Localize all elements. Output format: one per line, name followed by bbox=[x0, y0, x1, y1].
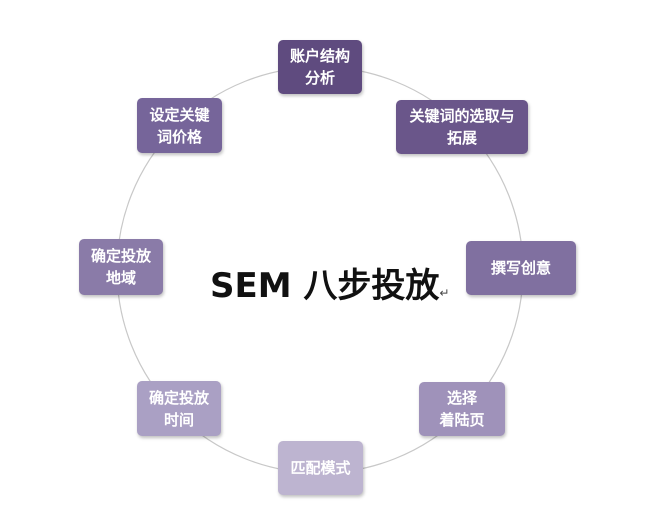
step-match-mode: 匹配模式 bbox=[278, 441, 363, 495]
step-label-line1: 账户结构 bbox=[289, 47, 350, 65]
step-label-line2: 拓展 bbox=[446, 129, 477, 147]
step-label-line1: 撰写创意 bbox=[490, 259, 551, 277]
step-label-line2: 着陆页 bbox=[439, 411, 485, 429]
step-write-creative: 撰写创意 bbox=[466, 241, 576, 295]
step-label-line2: 分析 bbox=[304, 69, 335, 87]
step-label-line1: 匹配模式 bbox=[290, 459, 351, 477]
diagram-title: SEM 八步投放↵ bbox=[210, 258, 449, 307]
step-label-line1: 关键词的选取与 bbox=[409, 107, 515, 125]
paragraph-mark: ↵ bbox=[439, 286, 450, 300]
step-label-line2: 词价格 bbox=[156, 127, 202, 146]
step-keyword-selection: 关键词的选取与 拓展 bbox=[396, 100, 528, 154]
step-label-line1: 确定投放 bbox=[148, 388, 209, 407]
step-schedule-time: 确定投放 时间 bbox=[137, 381, 221, 436]
step-keyword-price: 设定关键 词价格 bbox=[137, 98, 222, 153]
step-landing-page: 选择 着陆页 bbox=[419, 382, 505, 436]
step-label-line1: 选择 bbox=[446, 389, 477, 407]
step-label-line1: 确定投放 bbox=[90, 247, 151, 265]
diagram-title-text: SEM 八步投放 bbox=[210, 266, 440, 306]
step-label-line1: 设定关键 bbox=[149, 105, 210, 124]
step-label-line2: 地域 bbox=[105, 269, 136, 287]
step-label-line2: 时间 bbox=[163, 410, 194, 429]
step-target-region: 确定投放 地域 bbox=[79, 239, 163, 295]
step-account-structure: 账户结构 分析 bbox=[278, 40, 362, 94]
